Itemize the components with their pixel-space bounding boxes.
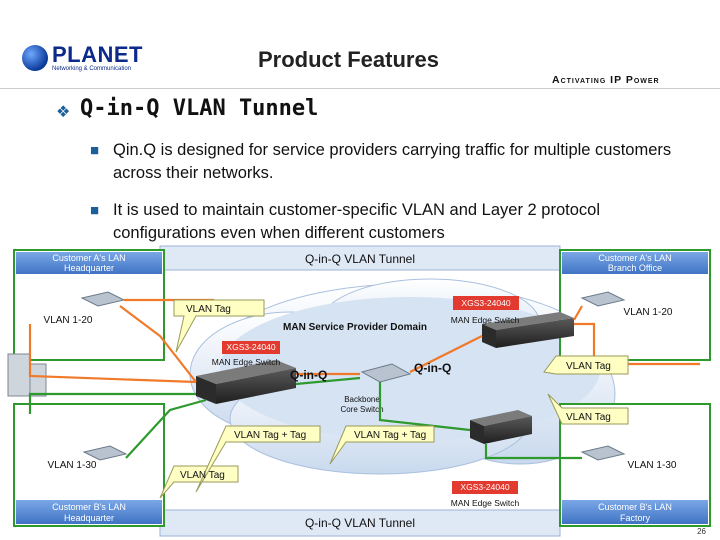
customer-switch-b-hq <box>82 445 128 461</box>
green-link-bottom-factory <box>484 444 582 460</box>
callout-vlan-tag-bottom-left <box>159 465 239 499</box>
switch-model-top: XGS3-24040 <box>461 298 510 308</box>
cloud-label: MAN Service Provider Domain <box>283 322 427 333</box>
green-link-left-core <box>295 376 361 386</box>
b-hq-vlan: VLAN 1-30 <box>48 460 97 471</box>
tunnel-label-top: Q-in-Q VLAN Tunnel <box>305 252 415 266</box>
vlan-tag-bottom-left: VLAN Tag <box>180 470 225 481</box>
orange-link-branch <box>573 305 583 321</box>
logo-brand: PLANET <box>52 42 143 67</box>
b-factory-vlan: VLAN 1-30 <box>628 460 677 471</box>
orange-link-a-left <box>28 324 197 384</box>
vlan-plus-tag-right: VLAN Tag + Tag <box>354 430 426 441</box>
backbone-core-switch <box>360 363 412 383</box>
vlan-tag-top-left: VLAN Tag <box>186 304 231 315</box>
vlan-plus-tag-left: VLAN Tag + Tag <box>234 430 306 441</box>
switch-role-top: MAN Edge Switch <box>451 315 520 325</box>
page-number: 26 <box>697 527 706 536</box>
switch-model-left: XGS3-24040 <box>226 342 275 352</box>
slogan: Activating IP Power <box>552 74 660 86</box>
a-hq-title-2: Headquarter <box>64 263 114 273</box>
core-label-1: Backbone <box>344 395 380 404</box>
callout-vlan-tag-top-left <box>173 299 265 353</box>
connection-lines <box>28 298 700 460</box>
edge-switch-left <box>196 360 296 404</box>
a-branch-title-1: Customer A's LAN <box>598 253 671 263</box>
bullet-text-2: It is used to maintain customer-specific… <box>113 201 600 242</box>
customer-a-hq-box: Customer A's LAN Headquarter VLAN 1-20 <box>13 249 165 361</box>
customer-a-branch-box: Customer A's LAN Branch Office VLAN 1-20 <box>559 249 711 361</box>
switch-model-badge-bottom <box>452 481 518 494</box>
callout-vlan-plus-tag-right <box>329 425 435 465</box>
b-factory-title-1: Customer B's LAN <box>598 502 672 512</box>
bullet-text-1: Qin.Q is designed for service providers … <box>113 141 672 182</box>
customer-b-hq-box: Customer B's LAN Headquarter VLAN 1-30 <box>13 403 165 527</box>
a-branch-vlan: VLAN 1-20 <box>624 307 673 318</box>
section-heading: Q-in-Q VLAN Tunnel <box>80 96 319 121</box>
building-icon <box>7 353 47 397</box>
core-label-2: Core Switch <box>340 405 383 414</box>
tunnel-label-bottom: Q-in-Q VLAN Tunnel <box>305 516 415 530</box>
qinq-label-left: Q-in-Q <box>290 368 327 382</box>
page-title: Product Features <box>258 47 439 72</box>
logo-tagline: Networking & Communication <box>52 66 132 72</box>
switch-model-badge-left <box>222 341 280 354</box>
orange-link-hq-switch <box>119 305 197 383</box>
callout-vlan-tag-right-lower <box>547 393 629 425</box>
green-link-core-bottom <box>378 382 471 432</box>
green-link-b-left <box>28 392 196 414</box>
switch-role-left: MAN Edge Switch <box>212 357 281 367</box>
planet-logo: PLANET Networking & Communication <box>22 42 143 76</box>
edge-switch-bottom-right <box>470 410 532 444</box>
orange-link-top-branch <box>574 322 700 366</box>
green-link-bhq-switch <box>125 398 207 459</box>
qinq-network-diagram: Q-in-Q VLAN Tunnel Q-in-Q VLAN Tunnel MA… <box>7 245 711 537</box>
customer-switch-b-factory <box>580 445 626 461</box>
orange-link-core-top <box>409 335 483 373</box>
a-branch-title-2: Branch Office <box>608 263 662 273</box>
b-hq-title-1: Customer B's LAN <box>52 502 126 512</box>
square-bullet-icon: ■ <box>90 202 100 219</box>
a-hq-vlan: VLAN 1-20 <box>44 315 93 326</box>
header-divider <box>0 88 720 89</box>
tunnel-band-top <box>159 245 561 271</box>
customer-switch-a-branch <box>580 291 626 307</box>
diamond-bullet-icon: ❖ <box>56 104 71 121</box>
tunnel-band-bottom <box>159 509 561 537</box>
qinq-label-right: Q-in-Q <box>414 361 451 375</box>
globe-icon <box>22 45 48 71</box>
square-bullet-icon: ■ <box>90 142 100 159</box>
callout-vlan-plus-tag-left <box>195 425 321 493</box>
callouts <box>159 299 629 499</box>
switch-model-badge-top <box>453 296 519 310</box>
b-hq-title-2: Headquarter <box>64 513 114 523</box>
edge-switch-top-right <box>482 312 574 348</box>
a-hq-title-1: Customer A's LAN <box>52 253 125 263</box>
b-factory-title-2: Factory <box>620 513 651 523</box>
switch-role-bottom: MAN Edge Switch <box>451 498 520 508</box>
callout-vlan-tag-right-upper <box>543 355 629 375</box>
vlan-tag-right-lower: VLAN Tag <box>566 412 611 423</box>
vlan-tag-right-upper: VLAN Tag <box>566 361 611 372</box>
switch-model-bottom: XGS3-24040 <box>460 482 509 492</box>
